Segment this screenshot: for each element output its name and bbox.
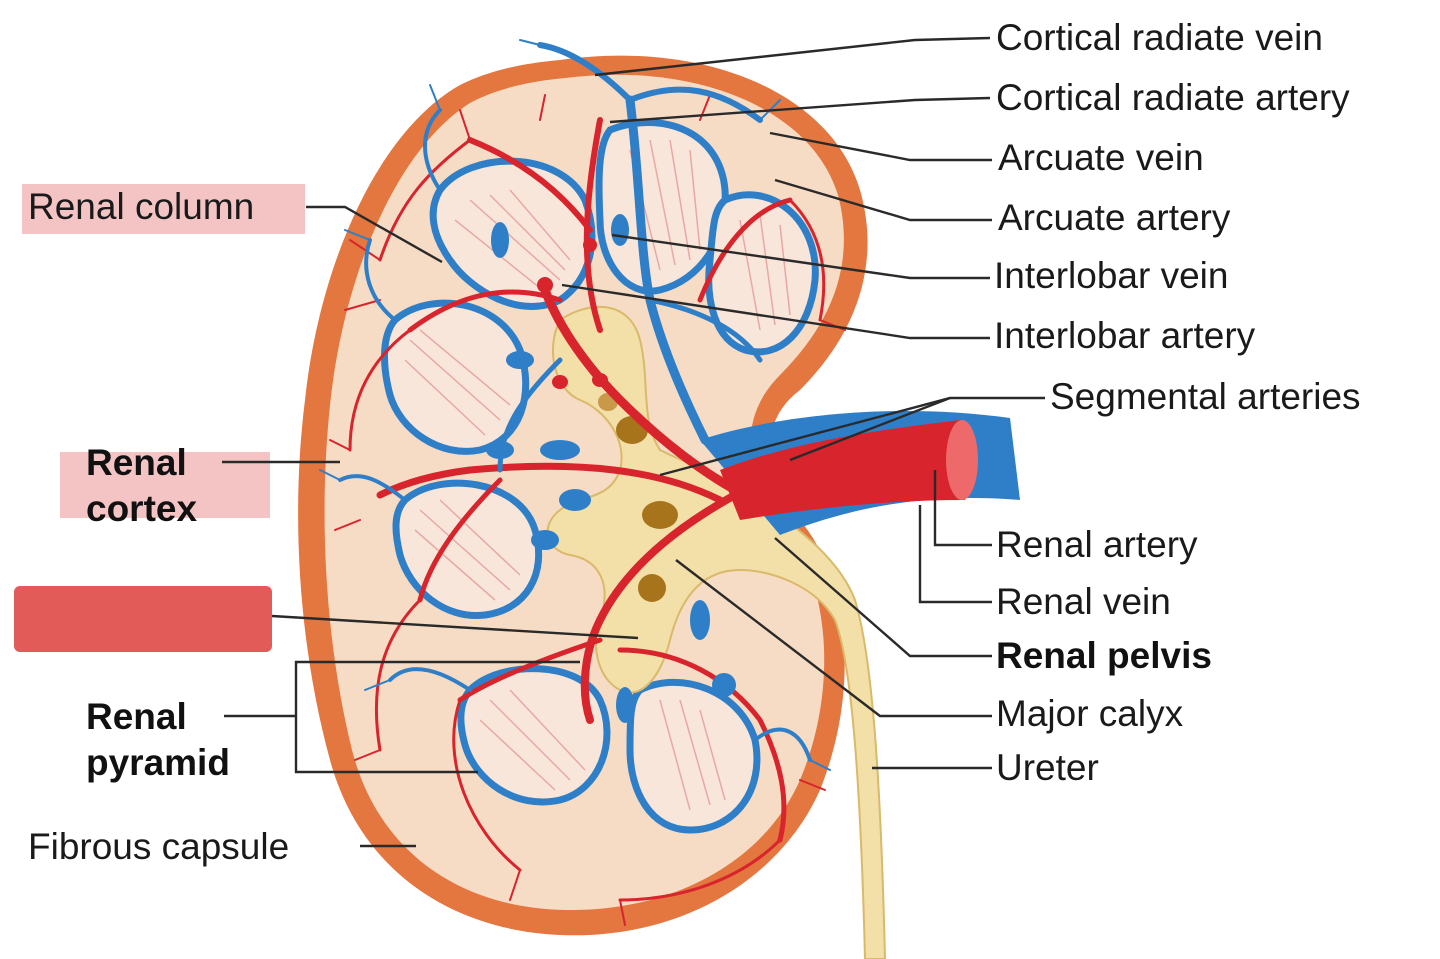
leader-masked-bar	[271, 614, 639, 640]
label-renal-cortex-line2: cortex	[86, 488, 197, 529]
masked-label-bar	[14, 586, 272, 652]
renal-artery-lumen	[946, 420, 978, 500]
vessel-cross-sections	[486, 214, 736, 723]
leader-cortical-radiate-artery	[609, 96, 991, 124]
renal-column-highlight	[22, 184, 305, 234]
leader-interlobar-artery	[561, 283, 990, 340]
pyramid-striations	[404, 139, 791, 811]
pyramid	[429, 157, 596, 310]
pyramid	[595, 119, 729, 295]
calyx-opening	[638, 574, 666, 602]
label-renal-pyramid-line2: pyramid	[86, 742, 230, 783]
label-major-calyx: Major calyx	[996, 693, 1184, 734]
leader-major-calyx	[675, 559, 992, 718]
label-renal-pyramid-line1: Renal	[86, 696, 187, 737]
pyramid	[392, 479, 543, 620]
leader-lines	[222, 36, 1045, 848]
leader-cortical-radiate-vein	[594, 36, 991, 77]
leader-arcuate-vein	[769, 131, 992, 162]
label-renal-cortex-line1: Renal	[86, 442, 187, 483]
label-renal-vein: Renal vein	[996, 581, 1171, 622]
leader-segmental-arteries-b	[789, 396, 951, 462]
veins	[319, 39, 831, 771]
leader-renal-pyramid-bracket	[294, 660, 580, 774]
kidney-illustration	[298, 39, 1020, 959]
label-renal-pelvis: Renal pelvis	[996, 635, 1212, 676]
label-segmental-arteries: Segmental arteries	[1050, 376, 1361, 417]
label-fibrous-capsule: Fibrous capsule	[28, 826, 289, 867]
pyramid	[457, 665, 611, 806]
label-renal-column: Renal column	[28, 186, 254, 227]
leader-renal-pelvis	[774, 537, 992, 658]
calyx-opening	[642, 501, 678, 529]
renal-artery-vessel	[720, 420, 975, 520]
arteries	[329, 94, 846, 926]
label-interlobar-vein: Interlobar vein	[994, 255, 1228, 296]
label-arcuate-artery: Arcuate artery	[998, 197, 1231, 238]
label-cortical-radiate-vein: Cortical radiate vein	[996, 17, 1323, 58]
label-arcuate-vein: Arcuate vein	[998, 137, 1204, 178]
pyramid	[626, 678, 761, 834]
label-interlobar-artery: Interlobar artery	[994, 315, 1256, 356]
label-cortical-radiate-artery: Cortical radiate artery	[996, 77, 1350, 118]
leader-arcuate-artery	[774, 178, 992, 222]
leader-renal-artery	[933, 470, 992, 547]
label-renal-artery: Renal artery	[996, 524, 1198, 565]
label-ureter: Ureter	[996, 747, 1099, 788]
leader-interlobar-vein	[611, 233, 990, 280]
leader-renal-column	[306, 205, 443, 264]
leader-renal-vein	[918, 505, 992, 604]
